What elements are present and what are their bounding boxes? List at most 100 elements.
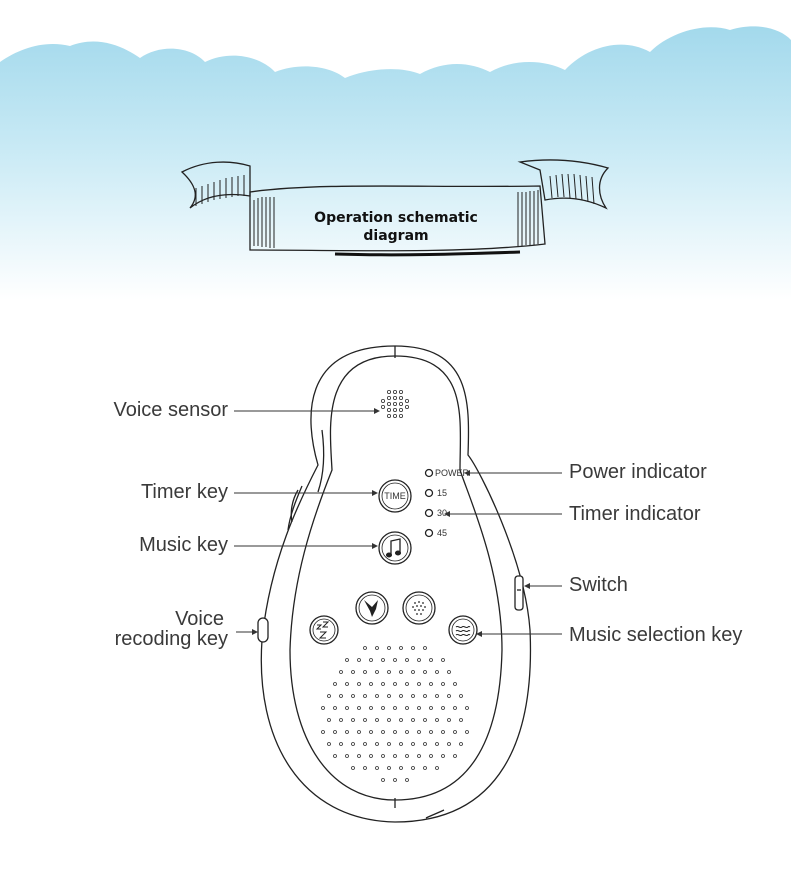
speaker-hole [357,730,361,734]
speaker-hole [453,730,457,734]
speaker-hole [375,646,379,650]
speaker-hole [363,694,367,698]
speaker-hole [393,706,397,710]
timer-45-led [424,528,434,538]
speaker-hole [447,694,451,698]
switch-callout: Switch [569,574,628,596]
indicator-power-label: POWER [435,468,470,478]
speaker-hole [375,694,379,698]
voice-recording-side-button[interactable] [257,617,269,643]
speaker-hole [423,742,427,746]
speaker-hole [423,766,427,770]
speaker-hole [363,742,367,746]
speaker-hole [387,646,391,650]
timer-30-led [424,508,434,518]
speaker-hole [429,658,433,662]
speaker-hole [321,706,325,710]
speaker-hole [369,730,373,734]
speaker-hole [447,718,451,722]
speaker-hole [393,778,397,782]
speaker-hole [423,718,427,722]
speaker-hole [357,658,361,662]
speaker-hole [405,754,409,758]
bird-button[interactable] [355,591,389,625]
speaker-hole [447,670,451,674]
speaker-hole [441,730,445,734]
speaker-hole [375,670,379,674]
speaker-hole [387,670,391,674]
speaker-hole [405,706,409,710]
speaker-hole [321,730,325,734]
power-switch[interactable] [514,575,524,611]
speaker-hole [411,646,415,650]
speaker-hole [441,706,445,710]
speaker-hole [333,706,337,710]
timer-indicator-callout: Timer indicator [569,503,701,525]
speaker-hole [417,730,421,734]
speaker-hole [363,646,367,650]
speaker-hole [357,682,361,686]
speaker-hole [345,706,349,710]
music-selection-button[interactable] [448,615,478,645]
speaker-hole [411,670,415,674]
speaker-hole [345,658,349,662]
speaker-hole [417,754,421,758]
waves-icon [455,625,471,637]
speaker-hole [393,658,397,662]
speaker-hole [399,646,403,650]
speaker-hole [435,670,439,674]
music-button[interactable] [378,531,412,565]
speaker-hole [429,730,433,734]
speaker-hole [429,682,433,686]
indicator-panel: POWER 15 30 45 [424,468,470,538]
voice-sensor-callout: Voice sensor [113,399,228,421]
music-selection-key-callout: Music selection key [569,624,742,646]
speaker-hole [453,682,457,686]
timer-key-callout: Timer key [141,481,228,503]
speaker-hole [435,718,439,722]
speaker-hole [339,742,343,746]
speaker-hole [375,742,379,746]
speaker-hole [399,766,403,770]
speaker-hole [387,742,391,746]
rain-drops-icon [412,601,426,615]
speaker-hole [417,706,421,710]
speaker-hole [363,766,367,770]
speaker-hole [351,694,355,698]
time-button-label: TIME [384,491,406,501]
speaker-hole [387,694,391,698]
speaker-hole [417,682,421,686]
speaker-hole [405,778,409,782]
callout-lines [234,408,562,637]
voice-recording-callout-line1: Voice [175,608,224,630]
speaker-hole [327,718,331,722]
speaker-hole [423,646,427,650]
speaker-hole [339,718,343,722]
rain-button[interactable] [402,591,436,625]
speaker-hole [435,694,439,698]
voice-recording-callout-line2: recoding key [115,628,228,650]
speaker-hole [381,658,385,662]
music-key-callout: Music key [139,534,228,556]
speaker-hole [387,766,391,770]
speaker-hole [411,694,415,698]
speaker-hole [345,730,349,734]
speaker-hole [369,706,373,710]
indicator-30-label: 30 [437,508,447,518]
speaker-hole [459,718,463,722]
speaker-hole [381,730,385,734]
speaker-hole [381,682,385,686]
speaker-hole [429,706,433,710]
speaker-hole [405,730,409,734]
time-button[interactable]: TIME [378,479,412,513]
speaker-hole [381,778,385,782]
speaker-hole [465,730,469,734]
timer-15-led [424,488,434,498]
bird-icon [364,600,378,617]
speaker-hole [375,718,379,722]
speaker-hole [411,742,415,746]
sleep-button[interactable] [309,615,339,645]
speaker-hole [459,694,463,698]
speaker-hole [333,682,337,686]
speaker-hole [375,766,379,770]
